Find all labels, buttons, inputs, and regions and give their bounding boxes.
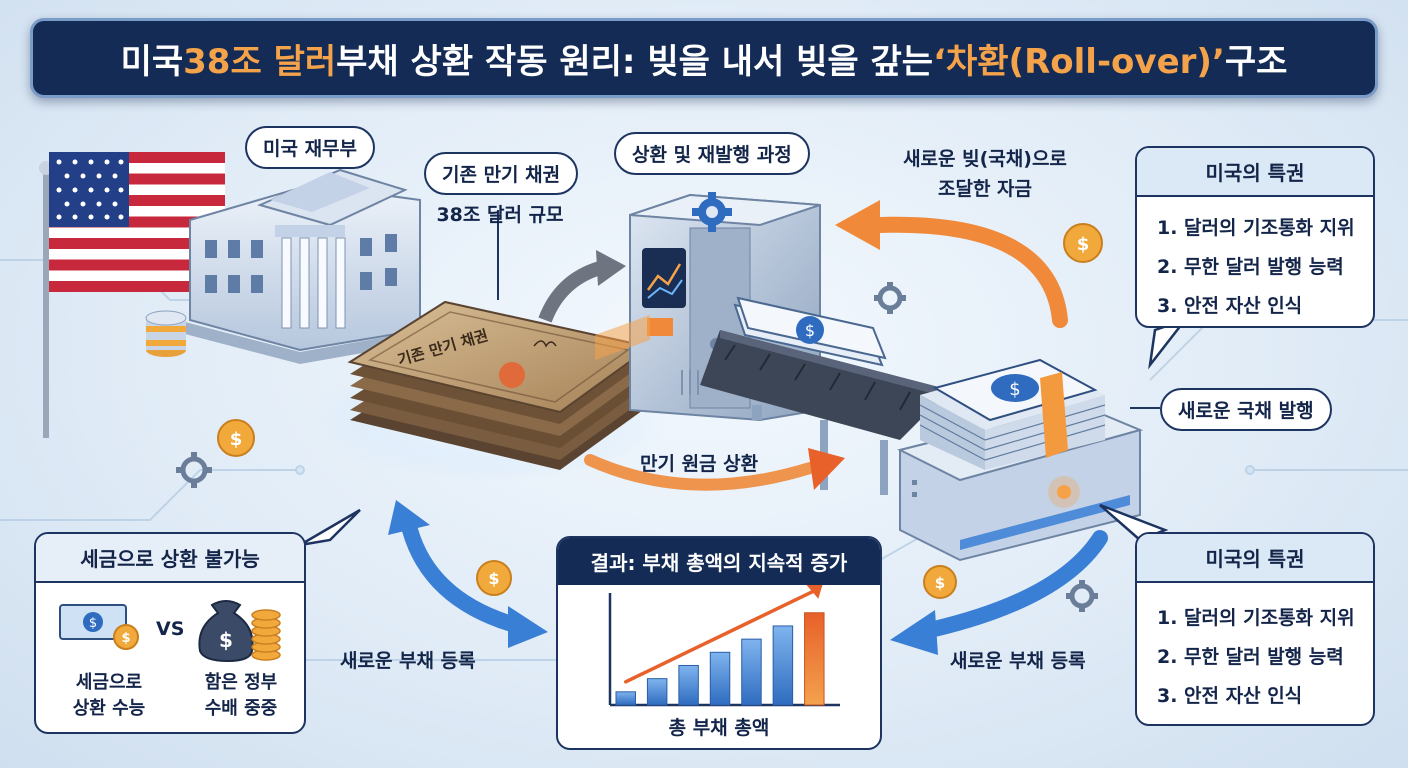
coin-stack-icon (145, 310, 187, 357)
vs-label: VS (156, 618, 185, 640)
result-header: 결과: 부채 총액의 지속적 증가 (558, 538, 880, 585)
list-item: 2. 무한 달러 발행 능력 (1157, 256, 1344, 278)
tax-right-line1: 함은 정부 (204, 672, 278, 693)
chart-trend-line (623, 589, 817, 684)
svg-text:$: $ (219, 628, 233, 652)
svg-text:$: $ (1077, 234, 1090, 255)
old-bonds-stack-icon (347, 300, 653, 470)
tax-box-illustration: $ $ $ (59, 600, 281, 663)
svg-text:$: $ (1009, 379, 1020, 400)
new-funds-line1: 새로운 빚(국채)으로 (903, 148, 1067, 170)
dollar-coin-icon: $ (476, 560, 512, 596)
maturity-repay-label: 만기 원금 상환 (640, 453, 759, 475)
chart-bar (709, 651, 731, 706)
banknote-icon: $ $ (59, 604, 139, 650)
tax-right-line2: 수배 중중 (204, 698, 278, 719)
title-prefix: 미국 (120, 41, 184, 82)
gear-icon (874, 282, 906, 314)
treasury-building-icon (185, 168, 425, 364)
gear-icon (1066, 580, 1098, 612)
title-highlight-rollover: ‘차환(Roll-over)’ (933, 41, 1225, 82)
result-box: 결과: 부채 총액의 지속적 증가 총 부채 총액 (556, 536, 882, 750)
dollar-coin-icon: $ (923, 565, 957, 599)
svg-text:$: $ (230, 429, 243, 450)
title-highlight-amount: 38조 달러 (183, 41, 337, 82)
process-label: 상환 및 재발행 과정 (614, 132, 810, 175)
chart-bar (646, 678, 668, 706)
treasury-label: 미국 재무부 (245, 126, 376, 169)
privilege-box-bottom: 미국의 특권 1. 달러의 기조통화 지위 2. 무한 달러 발행 능력 3. … (1135, 532, 1375, 726)
tax-left-line2: 상환 수능 (72, 698, 146, 719)
flow-arrow-new-debt-left (388, 500, 548, 648)
flow-arrow-maturity-repay (584, 448, 845, 491)
chart-xlabel: 총 부채 총액 (668, 717, 770, 739)
tax-left-line1: 세금으로 (75, 672, 143, 693)
svg-text:$: $ (89, 616, 97, 631)
chart-bar (678, 664, 699, 706)
list-item: 3. 안전 자산 인식 (1157, 685, 1303, 707)
svg-text:$: $ (488, 569, 499, 588)
chart-bar (804, 612, 825, 706)
new-funds-label: 새로운 빚(국채)으로 조달한 자금 (885, 144, 1085, 204)
dollar-coin-icon: $ (1063, 223, 1103, 263)
page-title: 미국 38조 달러 부채 상환 작동 원리: 빚을 내서 빚을 갚는 ‘차환(R… (30, 18, 1378, 98)
svg-text:$: $ (935, 574, 945, 592)
conveyor-belt-icon: $ (700, 296, 950, 495)
old-bonds-sublabel: 38조 달러 규모 (436, 204, 564, 226)
privilege-bottom-header: 미국의 특권 (1137, 534, 1373, 583)
privilege-box-top: 미국의 특권 1. 달러의 기조통화 지위 2. 무한 달러 발행 능력 3. … (1135, 146, 1375, 328)
debt-bar-chart (608, 585, 840, 707)
privilege-bottom-list: 1. 달러의 기조통화 지위 2. 무한 달러 발행 능력 3. 안전 자산 인… (1137, 583, 1373, 716)
flow-arrow-bonds-to-machine (538, 250, 626, 323)
tax-box-header: 세금으로 상환 불가능 (36, 534, 304, 583)
tax-right-caption: 함은 정부 수배 중중 (186, 670, 296, 722)
list-item: 2. 무한 달러 발행 능력 (1157, 646, 1344, 668)
new-debt-left-label: 새로운 부채 등록 (340, 650, 476, 672)
chart-bar (772, 625, 794, 706)
us-flag-icon (39, 152, 225, 438)
svg-text:$: $ (805, 321, 815, 340)
list-item: 1. 달러의 기조통화 지위 (1157, 607, 1355, 629)
new-debt-right-label: 새로운 부채 등록 (950, 650, 1086, 672)
flow-arrow-new-funds (835, 200, 1068, 328)
svg-text:$: $ (121, 631, 130, 646)
cash-stack-icon: $ (919, 358, 1106, 470)
privilege-top-header: 미국의 특권 (1137, 148, 1373, 197)
new-funds-line2: 조달한 자금 (937, 178, 1032, 200)
dollar-coin-icon: $ (217, 419, 255, 457)
flow-arrow-new-debt-right (890, 530, 1108, 655)
privilege-top-list: 1. 달러의 기조통화 지위 2. 무한 달러 발행 능력 3. 안전 자산 인… (1137, 197, 1373, 326)
list-item: 3. 안전 자산 인식 (1157, 295, 1303, 317)
new-issue-label: 새로운 국채 발행 (1160, 388, 1332, 431)
gear-icon (692, 192, 732, 232)
old-bonds-label: 기존 만기 채권 (424, 152, 579, 195)
tax-box: 세금으로 상환 불가능 $ $ $ VS 세금으로 상환 수능 함은 정부 수배… (34, 532, 306, 734)
tax-left-caption: 세금으로 상환 수능 (54, 670, 164, 722)
chart-trend-arrowhead (806, 585, 823, 599)
list-item: 1. 달러의 기조통화 지위 (1157, 217, 1355, 239)
chart-bar (615, 691, 636, 706)
title-suffix: 구조 (1224, 41, 1288, 82)
chart-bar (741, 638, 762, 706)
gear-icon (176, 452, 212, 488)
money-bag-icon: $ (198, 600, 281, 663)
title-middle: 부채 상환 작동 원리: 빚을 내서 빚을 갚는 (336, 41, 934, 82)
